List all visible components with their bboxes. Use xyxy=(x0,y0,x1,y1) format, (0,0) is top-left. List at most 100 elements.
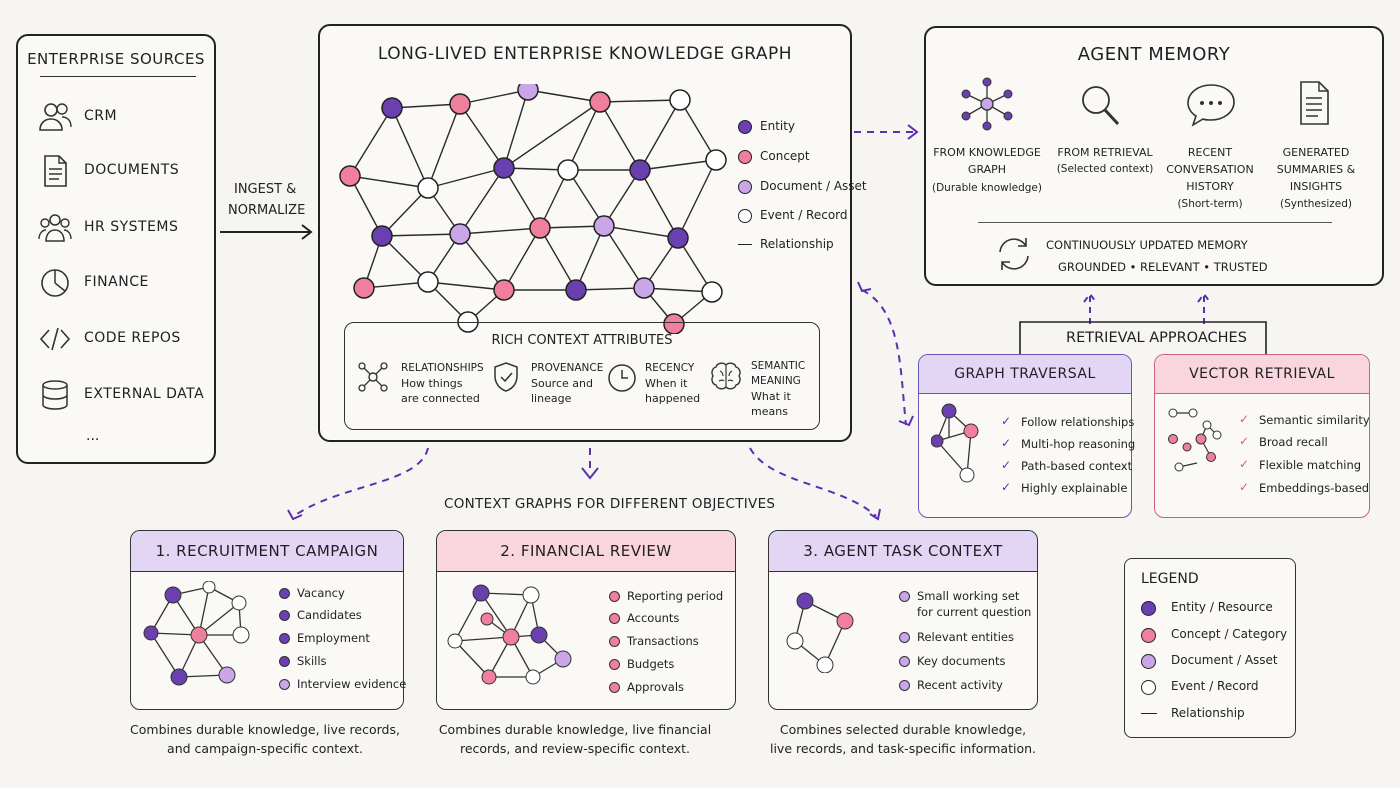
caption-line-2: and campaign-specific context. xyxy=(167,741,363,756)
vector-item-label: Semantic similarity xyxy=(1259,413,1370,427)
clock-icon xyxy=(608,364,636,392)
graph-hub-icon xyxy=(961,77,1013,131)
memory-divider xyxy=(978,222,1332,223)
graph-edge xyxy=(381,233,461,237)
source-label: DOCUMENTS xyxy=(84,162,180,178)
check-icon: ✓ xyxy=(1239,412,1250,426)
memory-col-l1: FROM RETRIEVAL xyxy=(1057,146,1153,159)
context-attributes-box: RICH CONTEXT ATTRIBUTES RELATIONSHIPS Ho… xyxy=(344,322,820,430)
bullet-dot xyxy=(279,656,290,667)
attr-title: RECENCY xyxy=(645,362,695,374)
brain-icon xyxy=(711,362,741,390)
pie-chart-icon xyxy=(41,269,69,297)
graph-node xyxy=(663,313,685,334)
legend-title: LEGEND xyxy=(1141,571,1199,587)
task-item-label: Key documents xyxy=(917,654,1006,668)
context-attributes-title: RICH CONTEXT ATTRIBUTES xyxy=(491,333,673,348)
legend-label: Document / Asset xyxy=(1171,653,1278,667)
source-item-hr-systems: HR SYSTEMS xyxy=(18,211,218,247)
graph-edge xyxy=(503,167,541,229)
attr-desc2: means xyxy=(751,405,788,418)
context-graphs-title: CONTEXT GRAPHS FOR DIFFERENT OBJECTIVES xyxy=(444,496,776,512)
agent-memory-panel: AGENT MEMORY FROM KNOWLEDGE GRAPH (Durab… xyxy=(924,26,1384,286)
bullet-dot xyxy=(279,588,290,599)
memory-col-graph: FROM KNOWLEDGE GRAPH (Durable knowledge) xyxy=(932,144,1042,198)
refresh-cycle-icon xyxy=(999,238,1029,270)
memory-col-l2: GRAPH xyxy=(967,163,1007,176)
graph-node xyxy=(517,84,539,101)
legend-label: Concept / Category xyxy=(1171,627,1288,641)
recruitment-mini-graph xyxy=(143,581,250,686)
graph-edge xyxy=(575,287,645,291)
task-caption: Combines selected durable knowledge,live… xyxy=(758,720,1048,758)
task-item-label: Relevant entities xyxy=(917,630,1014,644)
more-sources: ... xyxy=(86,428,100,444)
agent-task-context-card: 3. AGENT TASK CONTEXT Small working set … xyxy=(768,530,1038,710)
attr-desc1: How things xyxy=(401,377,463,390)
memory-col-l3: HISTORY xyxy=(1186,180,1234,193)
caption-line-2: records, and review-specific context. xyxy=(459,741,691,756)
relationship-line xyxy=(1141,713,1157,714)
magnifier-icon xyxy=(1082,86,1120,126)
memory-col-conversation: RECENT CONVERSATION HISTORY (Short-term) xyxy=(1158,144,1262,213)
source-label: CRM xyxy=(84,108,118,124)
bullet-dot xyxy=(609,659,620,670)
graph-node xyxy=(633,277,655,299)
source-label: EXTERNAL DATA xyxy=(84,386,205,402)
attr-title: RELATIONSHIPS xyxy=(401,362,484,374)
traversal-mini-graph xyxy=(931,403,979,483)
graph-node xyxy=(667,227,689,249)
graph-edge xyxy=(391,103,461,109)
graph-node xyxy=(589,91,611,113)
memory-footer-1: CONTINUOUSLY UPDATED MEMORY xyxy=(1046,238,1248,252)
graph-edge xyxy=(575,225,605,291)
document-dot xyxy=(738,180,752,194)
bullet-dot xyxy=(609,613,620,624)
graph-edge xyxy=(643,287,713,293)
graph-node xyxy=(705,149,727,171)
vector-retrieval-card: VECTOR RETRIEVAL ✓Semantic similarity ✓B… xyxy=(1154,354,1370,518)
graph-node xyxy=(565,279,587,301)
memory-col-sub: (Durable knowledge) xyxy=(932,182,1042,194)
attr-title: PROVENANCE xyxy=(531,362,604,374)
bullet-dot xyxy=(609,636,620,647)
graph-node xyxy=(371,225,393,247)
graph-edge xyxy=(381,235,429,283)
bullet-dot xyxy=(899,680,910,691)
vector-item-label: Flexible matching xyxy=(1259,458,1362,472)
legend-box: LEGEND Entity / Resource Concept / Categ… xyxy=(1124,558,1296,738)
bullet-dot xyxy=(899,632,910,643)
graph-edge xyxy=(427,167,505,189)
financial-item-label: Transactions xyxy=(627,634,699,648)
graph-edge xyxy=(527,89,601,103)
caption-line-1: Combines selected durable knowledge, xyxy=(779,722,1027,737)
memory-footer-2: GROUNDED • RELEVANT • TRUSTED xyxy=(1058,260,1268,274)
legend-label: Entity xyxy=(760,119,796,133)
attr-recency: RECENCY When it happened xyxy=(645,361,715,406)
source-label: FINANCE xyxy=(84,274,149,290)
bullet-dot xyxy=(899,591,910,602)
vector-item-label: Embeddings-based xyxy=(1259,481,1370,495)
graph-node xyxy=(593,215,615,237)
relationship-line xyxy=(738,244,752,245)
attr-desc1: When it xyxy=(645,377,688,390)
check-icon: ✓ xyxy=(1001,436,1012,450)
graph-edge xyxy=(677,159,717,239)
attr-semantic: SEMANTIC MEANING What it means xyxy=(751,359,819,419)
recruitment-caption: Combines durable knowledge, live records… xyxy=(120,720,410,758)
graph-edge xyxy=(603,225,645,289)
bullet-dot xyxy=(279,679,290,690)
attr-desc1: What it xyxy=(751,390,791,403)
recruitment-item-label: Interview evidence xyxy=(297,677,407,691)
memory-col-l2: SUMMARIES & xyxy=(1276,163,1356,176)
graph-node xyxy=(339,165,361,187)
network-icon xyxy=(358,362,388,392)
legend-label: Relationship xyxy=(1171,706,1245,720)
entity-dot xyxy=(1141,601,1156,616)
team-icon xyxy=(38,214,72,242)
divider xyxy=(40,76,196,77)
check-icon: ✓ xyxy=(1001,480,1012,494)
memory-col-l2: CONVERSATION xyxy=(1166,163,1254,176)
code-icon xyxy=(39,327,71,351)
memory-col-l1: RECENT xyxy=(1187,146,1233,159)
